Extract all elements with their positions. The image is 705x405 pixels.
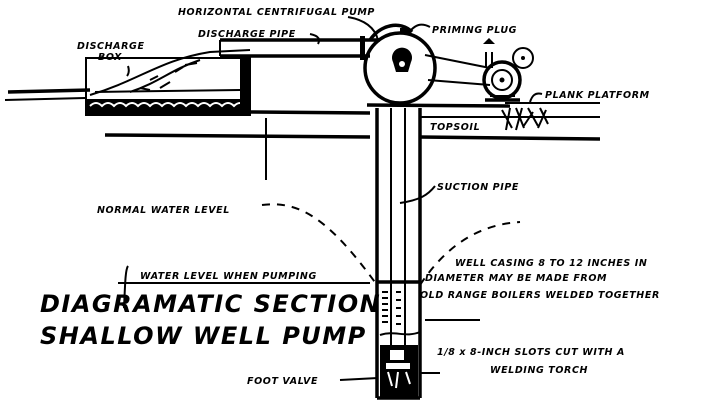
label-topsoil: TOPSOIL [430,122,480,133]
discharge-pipe [219,36,380,60]
label-discharge-pipe: DISCHARGE PIPE [198,29,296,40]
label-slots-line1: 1/8 x 8-INCH SLOTS CUT WITH A [437,347,625,358]
label-discharge-box-line1: DISCHARGE [77,41,145,52]
leader-lines [123,16,543,381]
title-line1: DIAGRAMATIC SECTION [40,290,381,318]
normal-water-curve-right [419,221,521,286]
labels: HORIZONTAL CENTRIFUGAL PUMP DISCHARGE PI… [77,7,660,387]
label-horizontal-centrifugal-pump: HORIZONTAL CENTRIFUGAL PUMP [178,7,375,18]
label-well-casing-line1: WELL CASING 8 TO 12 INCHES IN [455,258,647,269]
discharge-box [85,49,251,116]
priming-plug [400,28,410,34]
label-normal-water-level: NORMAL WATER LEVEL [97,205,230,216]
slotted-casing-section [379,291,421,336]
centrifugal-pump [363,23,491,105]
label-water-level-when-pumping: WATER LEVEL WHEN PUMPING [140,271,317,282]
title-line2: SHALLOW WELL PUMP [40,322,367,350]
label-well-casing-line2: DIAMETER MAY BE MADE FROM [425,273,607,284]
label-well-casing-line3: OLD RANGE BOILERS WELDED TOGETHER [420,290,660,301]
label-slots-line2: WELDING TORCH [490,365,588,376]
ground-line-right [419,135,601,141]
water-levels [118,203,521,286]
ground-line-left [104,133,371,139]
impeller-hub [392,47,412,72]
topsoil-roots [501,107,549,131]
label-plank-platform: PLANK PLATFORM [545,90,650,101]
engine-motor [482,38,534,102]
ground-surface [4,88,601,180]
label-suction-pipe: SUCTION PIPE [437,182,519,193]
normal-water-curve-left [261,203,378,286]
well-casing [375,108,422,400]
foot-valve [380,345,418,397]
label-discharge-box-line2: BOX [98,52,122,63]
plank-platform-surface [366,103,511,108]
label-foot-valve: FOOT VALVE [247,376,318,387]
diagram-title: DIAGRAMATIC SECTION SHALLOW WELL PUMP [40,290,381,350]
label-priming-plug: PRIMING PLUG [432,25,517,36]
